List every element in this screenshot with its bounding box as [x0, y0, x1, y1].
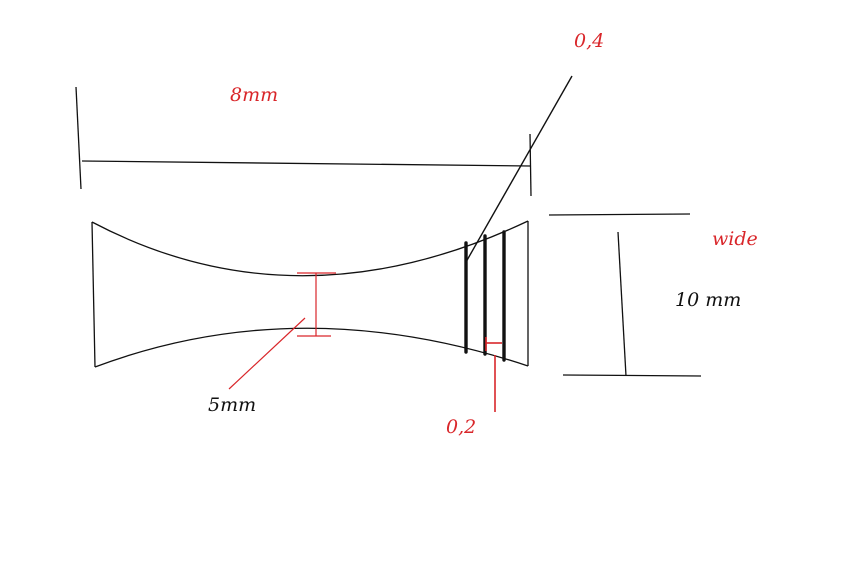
gap-label: 0,2: [446, 416, 477, 438]
waisted-shape-outline: [91, 220, 529, 368]
length-dimension-line: [81, 160, 531, 167]
width-word-label: wide: [712, 228, 758, 250]
width-value-label: 10 mm: [675, 289, 742, 311]
length-extension-left: [75, 86, 82, 190]
length-label: 8mm: [230, 84, 279, 106]
neck-width-label: 5mm: [208, 394, 257, 416]
shape-left-edge: [91, 221, 96, 368]
width-dimension: [548, 213, 702, 377]
neck-leader: [228, 317, 306, 390]
width-vertical: [617, 231, 627, 377]
width-bottom-line: [562, 374, 702, 377]
width-top-line: [548, 213, 691, 216]
length-dimension: [75, 86, 532, 197]
length-extension-right: [529, 133, 532, 197]
shape-top-curve: [91, 220, 529, 277]
tip-thickness-label: 0,4: [574, 30, 605, 52]
neck-dimension: [228, 272, 336, 390]
gap-dimension: [485, 337, 502, 412]
shape-bottom-curve: [94, 327, 529, 368]
tip-leader-line: [465, 75, 573, 263]
